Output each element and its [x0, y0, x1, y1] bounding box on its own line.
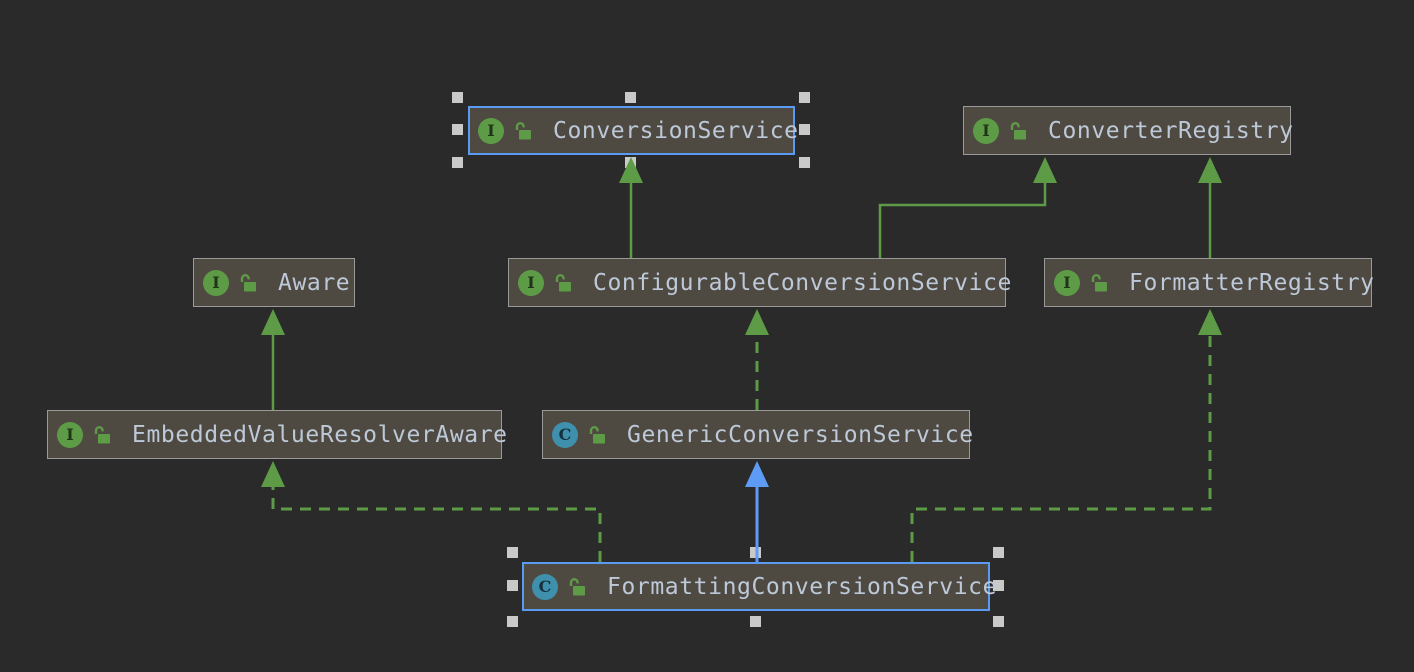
node-label: EmbeddedValueResolverAware — [132, 421, 508, 448]
selection-handle[interactable] — [452, 157, 463, 168]
edge-formatting-implements-formatterregistry[interactable] — [910, 309, 1222, 562]
unlocked-icon — [94, 425, 110, 443]
unlocked-icon — [555, 273, 571, 291]
node-label: ConversionService — [553, 117, 799, 144]
edge-formatting-implements-embeddedvalueresolveraware[interactable] — [261, 461, 602, 562]
node-label: ConverterRegistry — [1048, 117, 1294, 144]
selection-handle[interactable] — [750, 616, 761, 627]
edge-generic-implements-configurable[interactable] — [745, 309, 769, 410]
edge-configurable-extends-conversionservice[interactable] — [619, 157, 643, 258]
interface-icon: I — [478, 117, 504, 144]
node-formatting-conversion-service[interactable]: C FormattingConversionService — [522, 562, 996, 611]
selection-handle[interactable] — [799, 124, 810, 135]
selection-handle[interactable] — [993, 547, 1004, 558]
unlocked-icon — [1091, 273, 1107, 291]
interface-icon: I — [518, 269, 544, 296]
class-icon: C — [552, 421, 578, 448]
edge-configurable-extends-converterregistry[interactable] — [878, 157, 1057, 258]
unlocked-icon — [569, 577, 585, 595]
node-aware[interactable]: I Aware — [193, 258, 355, 307]
selection-handle[interactable] — [452, 92, 463, 103]
node-conversion-service[interactable]: I ConversionService — [468, 106, 798, 155]
node-label: FormatterRegistry — [1129, 269, 1375, 296]
class-icon: C — [532, 573, 558, 600]
unlocked-icon — [1010, 121, 1026, 139]
selection-handle[interactable] — [452, 124, 463, 135]
selection-handle[interactable] — [799, 92, 810, 103]
selection-handle[interactable] — [993, 616, 1004, 627]
edge-embeddedvalueresolveraware-extends-aware[interactable] — [261, 309, 285, 410]
selection-handle[interactable] — [507, 547, 518, 558]
selection-handle[interactable] — [507, 616, 518, 627]
unlocked-icon — [240, 273, 256, 291]
selection-handle[interactable] — [799, 157, 810, 168]
selection-handle[interactable] — [993, 580, 1004, 591]
node-formatter-registry[interactable]: I FormatterRegistry — [1044, 258, 1375, 307]
interface-icon: I — [57, 421, 83, 448]
interface-icon: I — [1054, 269, 1080, 296]
interface-icon: I — [973, 117, 999, 144]
node-label: FormattingConversionService — [607, 573, 998, 600]
node-label: Aware — [278, 269, 351, 296]
edge-formatting-extends-generic[interactable] — [745, 461, 769, 562]
node-configurable-conversion-service[interactable]: I ConfigurableConversionService — [508, 258, 1011, 307]
unlocked-icon — [515, 121, 531, 139]
unlocked-icon — [589, 425, 605, 443]
node-generic-conversion-service[interactable]: C GenericConversionService — [542, 410, 973, 459]
interface-icon: I — [203, 269, 229, 296]
selection-handle[interactable] — [507, 580, 518, 591]
edge-formatterregistry-extends-converterregistry[interactable] — [1198, 157, 1222, 258]
node-label: GenericConversionService — [627, 421, 974, 448]
node-embedded-value-resolver-aware[interactable]: I EmbeddedValueResolverAware — [47, 410, 507, 459]
node-label: ConfigurableConversionService — [593, 269, 1012, 296]
selection-handle[interactable] — [625, 92, 636, 103]
node-converter-registry[interactable]: I ConverterRegistry — [963, 106, 1294, 155]
